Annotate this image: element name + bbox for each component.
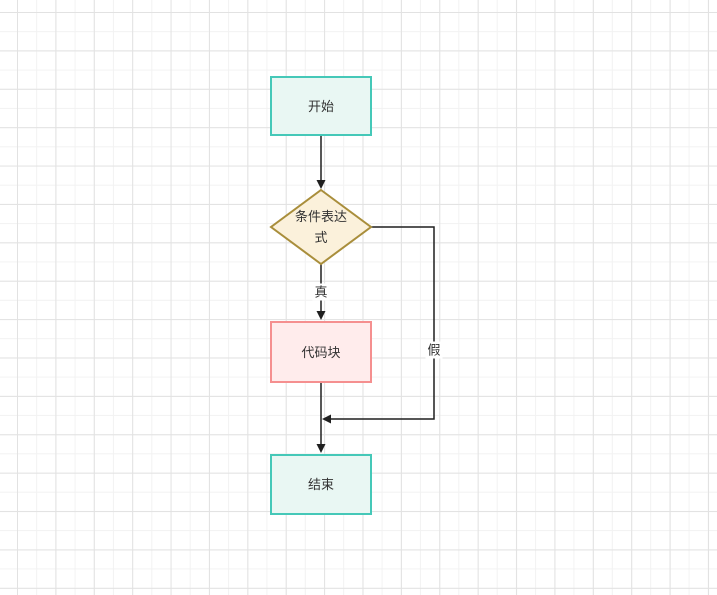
node-condition-label[interactable]: 条件表达式: [294, 209, 347, 245]
arrowhead-down-icon: [316, 180, 326, 189]
edge-label-true[interactable]: 真: [312, 283, 330, 301]
node-start-shape[interactable]: [270, 76, 372, 136]
node-end-label[interactable]: 结束: [307, 477, 334, 492]
node-code-shape[interactable]: [270, 321, 372, 383]
node-end-shape[interactable]: [270, 454, 372, 515]
node-condition-shape[interactable]: [269, 188, 373, 266]
node-start-label[interactable]: 开始: [307, 98, 334, 114]
edge-label-false[interactable]: 假: [425, 341, 443, 359]
edge-start-condition[interactable]: [316, 135, 326, 189]
arrowhead-down-icon: [316, 444, 326, 453]
arrowhead-down-icon: [316, 311, 326, 320]
arrowhead-left-icon: [322, 414, 331, 424]
node-code-label[interactable]: 代码块: [301, 344, 341, 360]
edge-code-end[interactable]: [316, 382, 326, 453]
edge-condition-end[interactable]: [322, 226, 435, 424]
